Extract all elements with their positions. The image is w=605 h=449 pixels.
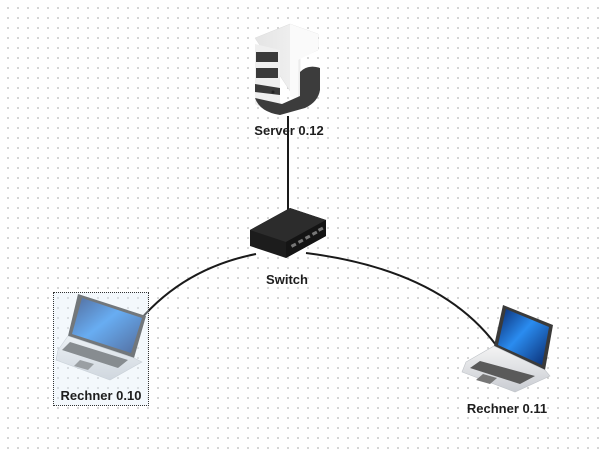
laptop-icon-rechner-011[interactable] xyxy=(461,305,553,393)
laptop-icon-rechner-010[interactable] xyxy=(55,294,146,381)
node-label-rechner-010: Rechner 0.10 xyxy=(60,388,142,403)
selection-box[interactable] xyxy=(53,292,149,406)
node-label-rechner-011: Rechner 0.11 xyxy=(466,401,548,416)
server-icon[interactable] xyxy=(254,23,320,115)
node-label-switch: Switch xyxy=(266,272,308,287)
node-label-server: Server 0.12 xyxy=(254,123,324,138)
edge-switch-rechner-011[interactable] xyxy=(305,252,497,346)
switch-icon[interactable] xyxy=(250,208,326,258)
edges xyxy=(139,116,497,346)
edge-switch-rechner-010[interactable] xyxy=(139,253,257,321)
